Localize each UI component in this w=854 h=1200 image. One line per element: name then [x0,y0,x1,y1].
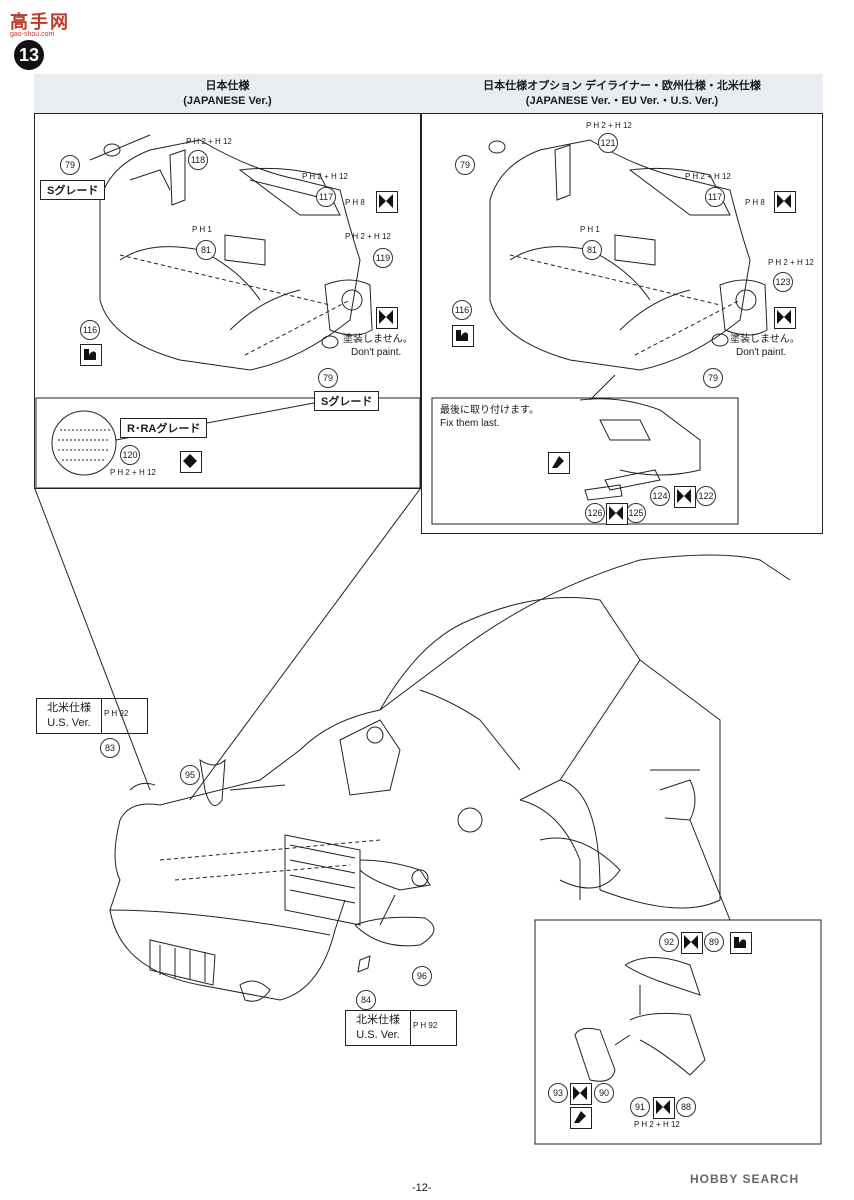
us-code-top: P H 92 [104,709,129,718]
cement-icon [774,307,796,329]
part-84: 84 [356,990,376,1010]
part-81-b: 81 [582,240,602,260]
site-logo: 高手网 gao-shou.com [10,8,70,38]
part-125: 125 [626,503,646,523]
glue-icon [730,932,752,954]
r-ra-grade-label: R･RAグレード [120,418,208,438]
part-123: 123 [773,272,793,292]
code-right-2: P H 2 + H 12 [685,172,731,181]
code-right-3: P H 8 [745,198,765,207]
part-117-a: 117 [316,187,336,207]
paint-icon [548,452,570,474]
fix-last-note: 最後に取り付けます。 Fix them last. [440,404,539,430]
no-paint-note-right: 塗装しません。 Don't paint. [730,333,800,359]
step-number: 13 [18,44,40,65]
part-118: 118 [188,150,208,170]
code-left-3: P H 8 [345,198,365,207]
s-grade-label-left: Sグレード [40,180,106,200]
no-paint-jp-right: 塗装しません。 [730,334,800,345]
panel-japanese-title: 日本仕様 [205,79,250,92]
code-left-2: P H 2 + H 12 [302,172,348,181]
no-paint-en-right: Don't paint. [736,347,787,358]
paint-icon [570,1107,592,1129]
panel-japanese-subtitle: (JAPANESE Ver.) [183,94,272,107]
us-en-top: U.S. Ver. [47,717,91,729]
part-126: 126 [585,503,605,523]
part-116-b: 116 [452,300,472,320]
us-en-bottom: U.S. Ver. [356,1029,400,1041]
cement-icon [606,503,628,525]
no-paint-en: Don't paint. [351,347,402,358]
part-93: 93 [548,1083,568,1103]
code-right-5: P H 2 + H 12 [768,258,814,267]
s-grade-label-inset: Sグレード [314,391,380,411]
part-90: 90 [594,1083,614,1103]
part-121: 121 [598,133,618,153]
cement-icon [774,191,796,213]
us-jp-bottom: 北米仕様 [356,1014,400,1026]
part-79-b: 79 [318,368,338,388]
part-79-d: 79 [703,368,723,388]
us-version-box-bottom: 北米仕様 U.S. Ver. P H 92 [345,1010,457,1046]
panel-option-subtitle: (JAPANESE Ver.・EU Ver.・U.S. Ver.) [525,94,719,107]
part-96: 96 [412,966,432,986]
part-83: 83 [100,738,120,758]
us-version-box-top: 北米仕様 U.S. Ver. P H 92 [36,698,148,734]
glue-icon [452,325,474,347]
logo-sub: gao-shou.com [10,31,55,38]
part-91: 91 [630,1097,650,1117]
us-code-bottom: P H 92 [413,1021,438,1030]
code-right-1: P H 2 + H 12 [586,121,632,130]
part-88: 88 [676,1097,696,1117]
no-paint-note-left: 塗装しません。 Don't paint. [343,333,413,359]
fix-last-en: Fix them last. [440,418,500,429]
cement-icon [674,486,696,508]
part-95: 95 [180,765,200,785]
panel-option-title: 日本仕様オプション デイライナー・欧州仕様・北米仕様 [483,79,761,92]
watermark: HOBBY SEARCH [690,1172,800,1186]
step-number-badge: 13 [14,40,44,70]
part-79-c: 79 [455,155,475,175]
cement-icon [681,932,703,954]
part-124: 124 [650,486,670,506]
us-jp-top: 北米仕様 [47,702,91,714]
code-left-4: P H 1 [192,225,212,234]
part-79-a: 79 [60,155,80,175]
cement-icon [653,1097,675,1119]
cement-icon [376,307,398,329]
part-92: 92 [659,932,679,952]
decal-icon [180,451,202,473]
code-left-6: P H 2 + H 12 [110,468,156,477]
glue-icon [80,344,102,366]
part-117-b: 117 [705,187,725,207]
cement-icon [376,191,398,213]
code-left-1: P H 2 + H 12 [186,137,232,146]
part-81-a: 81 [196,240,216,260]
part-122: 122 [696,486,716,506]
page-number: -12- [412,1182,432,1194]
part-89: 89 [704,932,724,952]
panel-japanese-header: 日本仕様 (JAPANESE Ver.) [34,74,421,114]
logo-text: 高手网 [10,12,70,32]
part-119: 119 [373,248,393,268]
code-mirror: P H 2 + H 12 [634,1120,680,1129]
code-left-5: P H 2 + H 12 [345,232,391,241]
cement-icon [570,1083,592,1105]
part-116-a: 116 [80,320,100,340]
part-120: 120 [120,445,140,465]
no-paint-jp: 塗装しません。 [343,334,413,345]
panel-option-header: 日本仕様オプション デイライナー・欧州仕様・北米仕様 (JAPANESE Ver… [421,74,823,114]
fix-last-jp: 最後に取り付けます。 [440,405,539,416]
code-right-4: P H 1 [580,225,600,234]
